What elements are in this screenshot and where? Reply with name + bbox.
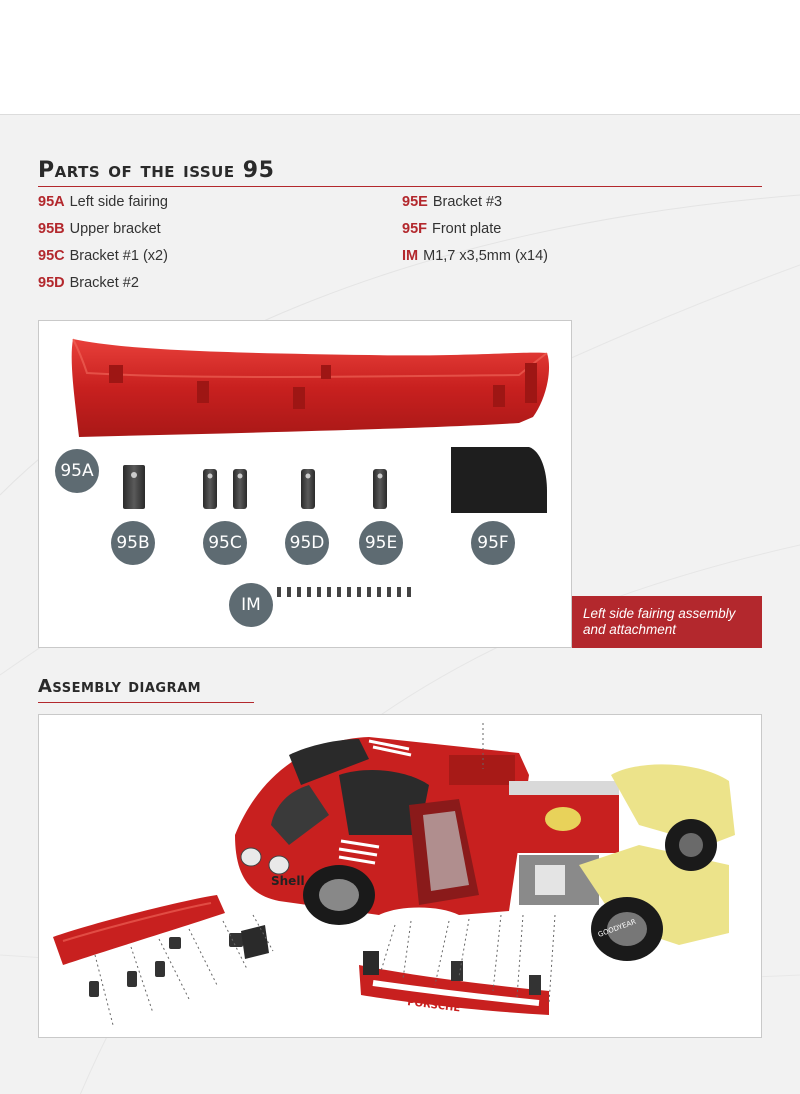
exploded-brackets-left	[89, 925, 269, 997]
label-95c: 95C	[203, 521, 247, 565]
wheels	[303, 865, 663, 961]
part-code: 95E	[402, 194, 428, 210]
part-code: 95B	[38, 221, 65, 237]
part-label: Bracket #1 (x2)	[69, 248, 168, 264]
part-item-95f: 95F Front plate	[402, 221, 501, 237]
exploded-screw-lines-left	[94, 914, 274, 1026]
car-body	[235, 737, 529, 915]
exploded-screw-lines-bottom	[380, 723, 556, 1004]
front-plate	[451, 447, 547, 513]
headlights	[240, 847, 290, 875]
part-code: 95C	[38, 248, 65, 264]
caption-line-1: Left side fairing assembly	[583, 606, 736, 621]
bracket-3	[373, 469, 387, 509]
part-label: Left side fairing	[69, 194, 168, 210]
caption-line-2: and attachment	[583, 622, 677, 637]
label-95f: 95F	[471, 521, 515, 565]
parts-caption: Left side fairing assembly and attachmen…	[572, 596, 762, 648]
page-header-blank	[0, 0, 800, 114]
part-label: Bracket #2	[69, 275, 139, 291]
assembly-illustration: Shell PORSCHE GOODYEAR	[53, 723, 735, 1026]
parts-illustration	[71, 338, 550, 597]
part-code: 95D	[38, 275, 65, 291]
parts-title-rule	[38, 186, 762, 187]
label-im: IM	[229, 583, 273, 627]
parts-section-title: Parts of the issue 95	[38, 158, 274, 183]
assembly-section-title: Assembly diagram	[38, 676, 202, 697]
upper-bracket	[123, 465, 145, 509]
part-code: 95A	[38, 194, 65, 210]
part-label: Bracket #3	[432, 194, 503, 210]
assembly-title-rule	[38, 702, 254, 703]
parts-title-prefix: Parts of the issue	[38, 158, 235, 183]
bracket-1-pair	[203, 469, 247, 509]
bracket-2	[301, 469, 315, 509]
engine	[509, 781, 619, 905]
part-code: IM	[402, 248, 419, 264]
part-label: M1,7 x3,5mm (x14)	[423, 248, 549, 264]
parts-photo: 95A 95B 95C 95D 95E 95F IM	[38, 320, 572, 648]
label-95d: 95D	[285, 521, 329, 565]
left-side-fairing	[71, 338, 550, 437]
exploded-side-fairing	[53, 895, 225, 965]
part-label: Front plate	[432, 221, 502, 237]
part-code: 95F	[402, 221, 427, 237]
label-95b: 95B	[111, 521, 155, 565]
exploded-front-spoiler	[359, 951, 549, 1015]
assembly-diagram: Shell PORSCHE GOODYEAR	[38, 714, 762, 1038]
part-label: Upper bracket	[69, 221, 161, 237]
car-text-shell: Shell	[271, 874, 305, 888]
issue-number: 95	[242, 158, 275, 183]
label-95a: 95A	[55, 449, 99, 493]
screws-row	[277, 587, 411, 597]
label-95e: 95E	[359, 521, 403, 565]
